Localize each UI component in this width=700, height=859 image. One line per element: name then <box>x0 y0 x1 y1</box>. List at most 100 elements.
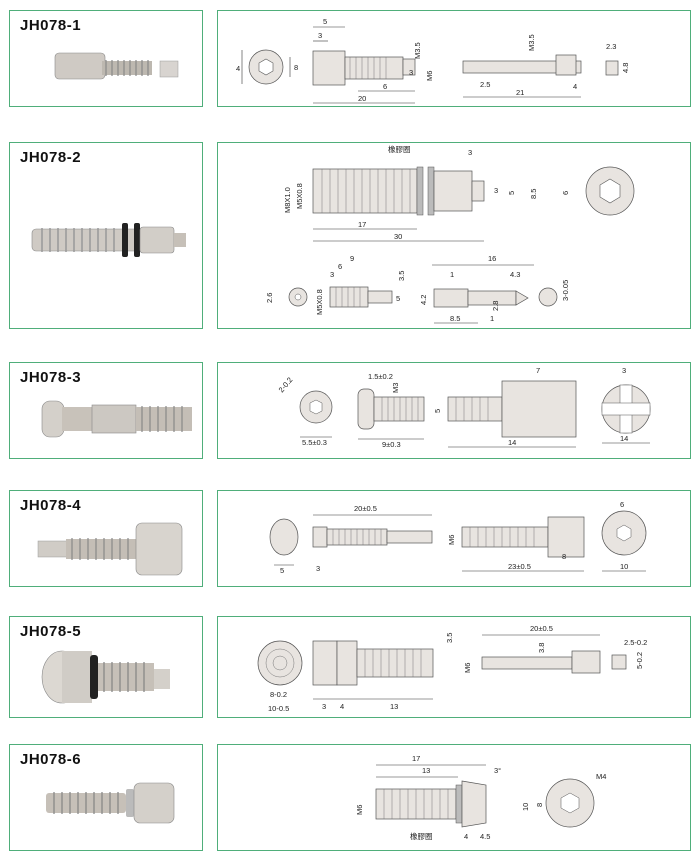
technical-drawing-panel: 5 20±0.5 3 M6 8 23±0.5 6 10 <box>217 490 691 587</box>
technical-drawing: 4 8 5 3 M3.5 3 M6 6 20 M3.5 2.5 21 <box>236 17 630 104</box>
product-photo-panel: JH078-1 <box>9 10 203 107</box>
svg-text:5: 5 <box>280 566 284 575</box>
product-code: JH078-2 <box>20 149 82 166</box>
svg-text:5: 5 <box>433 409 442 413</box>
svg-text:3: 3 <box>409 68 413 77</box>
svg-text:M6: M6 <box>447 535 456 545</box>
svg-text:5: 5 <box>507 191 516 195</box>
svg-text:M3.5: M3.5 <box>413 42 422 59</box>
svg-text:4.5: 4.5 <box>480 832 490 841</box>
svg-text:8: 8 <box>535 803 544 807</box>
svg-text:2-0.2: 2-0.2 <box>277 375 295 394</box>
svg-text:8.5: 8.5 <box>529 189 538 199</box>
product-code: JH078-6 <box>20 751 82 768</box>
svg-text:5.5±0.3: 5.5±0.3 <box>302 438 327 447</box>
svg-text:2.6: 2.6 <box>265 293 274 303</box>
product-photo-panel: JH078-2 <box>9 142 203 329</box>
svg-text:3.8: 3.8 <box>537 643 546 653</box>
product-row-3: JH078-3 2-0.2 5.5±0.3 1.5±0.2 M3 5 9±0.3… <box>0 362 700 459</box>
svg-text:17: 17 <box>412 754 420 763</box>
product-row-6: JH078-6 17 13 3° M6 橡膠圈 4 4.5 M4 10 <box>0 744 700 851</box>
svg-text:2.8: 2.8 <box>491 301 500 311</box>
svg-text:10-0.5: 10-0.5 <box>268 704 289 713</box>
svg-text:8.5: 8.5 <box>450 314 460 323</box>
svg-text:4: 4 <box>340 702 344 711</box>
product-photo-panel: JH078-4 <box>9 490 203 587</box>
svg-text:M5X0.8: M5X0.8 <box>295 183 304 209</box>
product-photo <box>41 650 170 704</box>
svg-text:8: 8 <box>562 552 566 561</box>
technical-drawing: 8-0.2 10-0.5 3.5 M6 3 4 13 20±0.5 3.8 2.… <box>257 624 647 713</box>
svg-text:M8X1.0: M8X1.0 <box>283 187 292 213</box>
svg-text:M3.5: M3.5 <box>527 34 536 51</box>
svg-text:3.5: 3.5 <box>397 271 406 281</box>
svg-text:3-0.05: 3-0.05 <box>561 280 570 301</box>
svg-text:5-0.2: 5-0.2 <box>635 652 644 669</box>
svg-text:2.3: 2.3 <box>606 42 616 51</box>
svg-text:M3: M3 <box>391 383 400 393</box>
svg-text:23±0.5: 23±0.5 <box>508 562 531 571</box>
svg-text:4.2: 4.2 <box>419 295 428 305</box>
technical-drawing: 17 13 3° M6 橡膠圈 4 4.5 M4 10 8 <box>355 754 606 841</box>
product-photo <box>31 223 186 257</box>
product-code: JH078-3 <box>20 369 82 386</box>
svg-text:10: 10 <box>620 562 628 571</box>
svg-text:3: 3 <box>622 366 626 375</box>
svg-text:4: 4 <box>573 82 577 91</box>
svg-text:4.3: 4.3 <box>510 270 520 279</box>
svg-text:6: 6 <box>338 262 342 271</box>
svg-text:8: 8 <box>294 63 298 72</box>
product-photo-panel: JH078-6 <box>9 744 203 851</box>
svg-text:10: 10 <box>521 803 530 811</box>
svg-text:M6: M6 <box>355 805 364 815</box>
svg-text:3.5: 3.5 <box>445 633 454 643</box>
svg-text:30: 30 <box>394 232 402 241</box>
svg-text:1.5±0.2: 1.5±0.2 <box>368 372 393 381</box>
product-photo <box>41 400 192 438</box>
svg-text:3: 3 <box>468 148 472 157</box>
svg-text:2.5-0.2: 2.5-0.2 <box>624 638 647 647</box>
product-row-4: JH078-4 5 20±0.5 3 M6 8 23±0.5 <box>0 490 700 587</box>
product-photo <box>54 52 179 80</box>
svg-text:6: 6 <box>620 500 624 509</box>
svg-text:16: 16 <box>488 254 496 263</box>
svg-text:13: 13 <box>422 766 430 775</box>
technical-drawing: 5 20±0.5 3 M6 8 23±0.5 6 10 <box>269 500 647 575</box>
svg-text:14: 14 <box>508 438 516 447</box>
svg-text:9±0.3: 9±0.3 <box>382 440 401 449</box>
svg-text:14: 14 <box>620 434 628 443</box>
technical-drawing-panel: 2-0.2 5.5±0.3 1.5±0.2 M3 5 9±0.3 7 14 3 … <box>217 362 691 459</box>
svg-text:13: 13 <box>390 702 398 711</box>
svg-text:4.8: 4.8 <box>621 63 630 73</box>
technical-drawing-panel: 橡膠圈 3 M8X1.0 M5X0.8 3 5 8.5 17 30 6 9 6 … <box>217 142 691 329</box>
svg-text:M5X0.8: M5X0.8 <box>315 289 324 315</box>
svg-text:20: 20 <box>358 94 366 103</box>
product-code: JH078-4 <box>20 497 82 514</box>
product-code: JH078-5 <box>20 623 82 640</box>
svg-text:17: 17 <box>358 220 366 229</box>
svg-text:5: 5 <box>396 294 400 303</box>
svg-text:3: 3 <box>494 186 498 195</box>
technical-drawing-panel: 4 8 5 3 M3.5 3 M6 6 20 M3.5 2.5 21 <box>217 10 691 107</box>
product-photo-panel: JH078-3 <box>9 362 203 459</box>
product-code: JH078-1 <box>20 17 82 34</box>
svg-text:9: 9 <box>350 254 354 263</box>
svg-text:4: 4 <box>464 832 468 841</box>
product-row-5: JH078-5 8-0.2 10-0.5 3.5 M6 3 4 13 <box>0 616 700 718</box>
technical-drawing: 2-0.2 5.5±0.3 1.5±0.2 M3 5 9±0.3 7 14 3 … <box>277 366 651 449</box>
svg-text:3°: 3° <box>494 766 501 775</box>
product-photo <box>37 522 183 576</box>
technical-drawing-panel: 8-0.2 10-0.5 3.5 M6 3 4 13 20±0.5 3.8 2.… <box>217 616 691 718</box>
svg-text:4: 4 <box>236 64 240 73</box>
svg-text:1: 1 <box>450 270 454 279</box>
svg-text:3: 3 <box>322 702 326 711</box>
technical-drawing-panel: 17 13 3° M6 橡膠圈 4 4.5 M4 10 8 <box>217 744 691 851</box>
svg-text:3: 3 <box>330 270 334 279</box>
svg-text:8-0.2: 8-0.2 <box>270 690 287 699</box>
rubber-ring-label: 橡膠圈 <box>410 831 433 841</box>
svg-text:21: 21 <box>516 88 524 97</box>
svg-text:5: 5 <box>323 17 327 26</box>
product-photo <box>46 782 175 824</box>
svg-text:20±0.5: 20±0.5 <box>530 624 553 633</box>
svg-text:1: 1 <box>490 314 494 323</box>
